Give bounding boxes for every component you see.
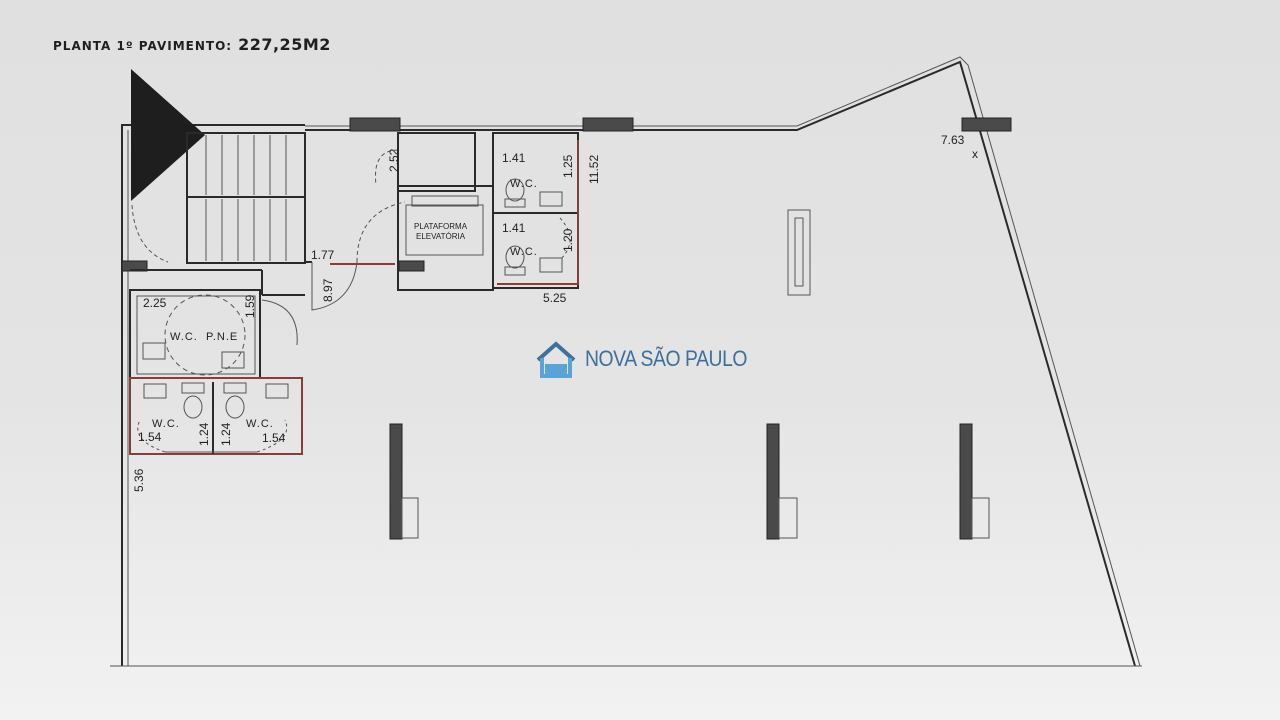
room-label-platform-line1: PLATAFORMA: [414, 222, 468, 231]
room-label-wc-2: W.C.: [510, 246, 538, 258]
dimension-x: x: [972, 147, 978, 161]
corridor-walls: [130, 133, 395, 311]
plan-header-area: 227,25M2: [238, 35, 331, 54]
room-label-wc-1: W.C.: [510, 178, 538, 190]
dimension-5-25: 5.25: [543, 291, 567, 305]
dimension-8-97: 8.97: [321, 278, 335, 302]
upper-wc-block: [492, 132, 579, 289]
dimension-1-77: 1.77: [311, 248, 335, 262]
lower-wc-row: [129, 377, 303, 455]
north-arrow-icon: [131, 69, 205, 201]
room-label-wc-pne: W.C. P.N.E: [170, 331, 238, 343]
dimension-1-41-b: 1.41: [502, 221, 526, 235]
house-logo-icon: [536, 341, 576, 378]
dimension-1-24-b: 1.24: [219, 422, 233, 446]
dimension-1-54-b: 1.54: [262, 431, 286, 445]
plan-header: PLANTA 1º PAVIMENTO: 227,25M2: [53, 35, 331, 54]
dimension-2-52: 2.52: [387, 148, 401, 172]
brand-watermark: NOVA SÃO PAULO: [536, 340, 769, 378]
dimension-1-41-a: 1.41: [502, 151, 526, 165]
elevator-platform: [356, 132, 494, 291]
columns: [389, 209, 990, 540]
dimension-5-36: 5.36: [132, 468, 146, 492]
room-label-platform-line2: ELEVATÓRIA: [416, 232, 466, 241]
room-label-wc-3: W.C.: [152, 418, 180, 430]
window-markers: [121, 117, 1012, 272]
staircase: [131, 132, 306, 264]
room-label-wc-4: W.C.: [246, 418, 274, 430]
dimension-11-52: 11.52: [587, 155, 601, 184]
dimension-1-20: 1.20: [561, 228, 575, 252]
dimension-2-25: 2.25: [143, 296, 167, 310]
brand-name: NOVA SÃO PAULO: [585, 346, 748, 371]
dimension-1-59: 1.59: [243, 294, 257, 318]
dimension-7-63: 7.63: [941, 133, 965, 147]
dimension-1-54-a: 1.54: [138, 430, 162, 444]
dimension-1-24-a: 1.24: [197, 422, 211, 446]
plan-header-label: PLANTA 1º PAVIMENTO:: [53, 39, 233, 53]
dimension-1-25: 1.25: [561, 154, 575, 178]
